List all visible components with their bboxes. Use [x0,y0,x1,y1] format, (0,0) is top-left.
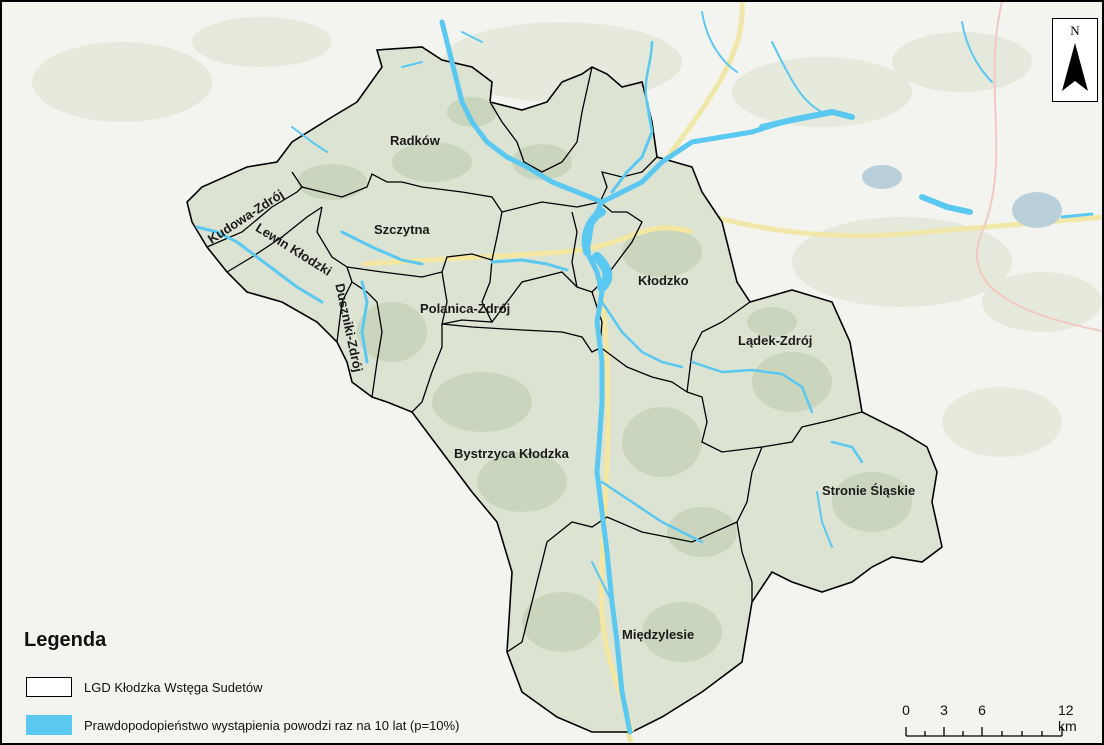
background-border-line [975,2,1102,333]
background-forest-patches [32,17,1102,457]
background-lakes [862,165,1062,228]
flood-zones [195,11,1094,735]
label-miedzylesie: Międzylesie [622,627,695,642]
scale-bar-ruler [905,727,1063,737]
label-bystrzyca-klodzka: Bystrzyca Kłodzka [454,446,569,461]
lgd-region [186,46,943,733]
scale-tick-6: 6 [978,702,986,718]
label-stronie-slaskie: Stronie Śląskie [822,483,916,498]
legend-swatch-boundary [26,677,72,697]
legend-label-flood: Prawdopodopieństwo wystąpienia powodzi r… [84,717,460,733]
region-forest-patches [297,97,912,662]
north-letter: N [1070,23,1080,38]
municipality-boundaries [206,66,863,653]
scale-tick-0: 0 [902,702,910,718]
label-polanica-zdroj: Polanica-Zdrój [420,301,511,316]
legend-item-flood: Prawdopodopieństwo wystąpienia powodzi r… [26,714,459,736]
legend-label-boundary: LGD Kłodzka Wstęga Sudetów [84,679,263,695]
label-klodzko: Kłodzko [638,273,689,288]
north-arrow-icon [1062,43,1088,91]
legend-item-boundary: LGD Kłodzka Wstęga Sudetów [26,676,262,698]
scale-tick-3: 3 [940,702,948,718]
label-ladek-zdroj: Lądek-Zdrój [738,333,813,348]
label-szczytna: Szczytna [374,222,430,237]
legend-title: Legenda [24,629,107,651]
scale-tick-12: 12 km [1058,702,1077,734]
scale-bar: 0 3 6 12 km [900,702,1100,742]
legend-swatch-flood [26,715,72,735]
north-arrow: N [1052,18,1098,102]
region-roads [361,225,693,733]
label-radkow: Radków [390,133,440,148]
